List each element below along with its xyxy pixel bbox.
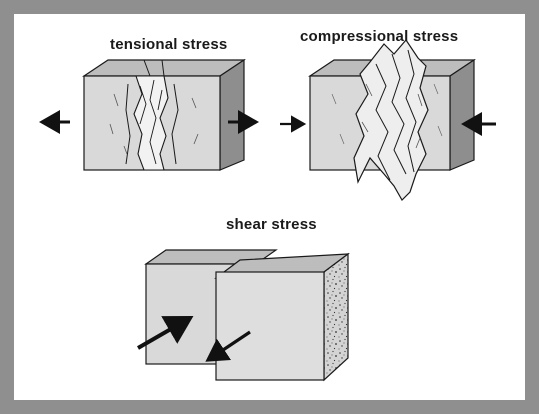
stress-diagram: [39, 39, 496, 382]
shear-arrow-down: [205, 330, 251, 362]
shear-front-block: [214, 252, 350, 382]
shear-arrow-up: [137, 316, 194, 350]
compressional-block: [308, 39, 476, 201]
shear-stress-label: shear stress: [226, 216, 317, 233]
compressional-stress-label: compressional stress: [300, 28, 459, 45]
tensional-stress-label: tensional stress: [110, 36, 228, 53]
tensional-block: [82, 58, 246, 171]
diagram-panel: tensional stress compressional stress sh…: [14, 14, 525, 400]
